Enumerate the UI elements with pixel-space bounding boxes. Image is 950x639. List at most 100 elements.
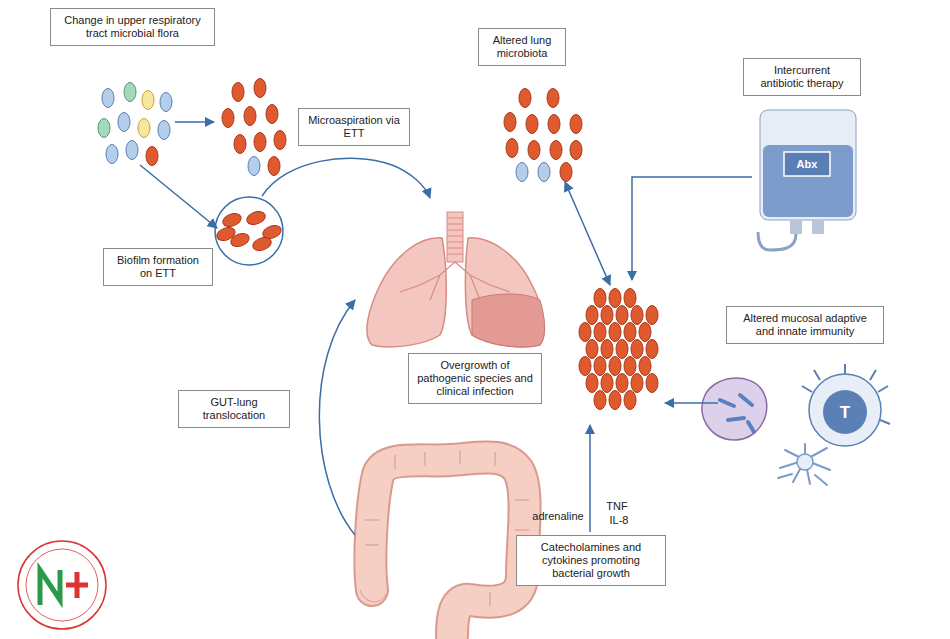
arrows	[140, 122, 752, 535]
biofilm-circle	[215, 197, 283, 265]
bacterium	[594, 323, 606, 342]
bacterium	[138, 119, 150, 138]
mediator-label: IL-8	[610, 514, 629, 527]
bacterium	[274, 131, 286, 150]
bacterium	[266, 105, 278, 124]
bacterium	[146, 147, 158, 166]
box-text: Overgrowth of pathogenic species and cli…	[416, 359, 534, 398]
bacterium	[631, 340, 643, 359]
bacterium	[251, 235, 273, 253]
iv-bag	[758, 110, 856, 250]
mediator-label: TNF	[606, 500, 627, 513]
bacterium	[547, 89, 559, 108]
bacterium	[646, 374, 658, 393]
bacterium	[232, 83, 244, 102]
box-text: Altered mucosal adaptive and innate immu…	[734, 312, 876, 338]
bacterium	[609, 391, 621, 410]
process-box: Biofilm formation on ETT	[103, 248, 213, 286]
bacterium	[504, 113, 516, 132]
box-text: Biofilm formation on ETT	[111, 254, 205, 280]
bacterium	[586, 374, 598, 393]
bacterium	[594, 289, 606, 308]
process-box: GUT-lung translocation	[178, 390, 290, 428]
bacterium	[519, 89, 531, 108]
box-text: Catecholamines and cytokines promoting b…	[524, 541, 658, 580]
bacterium	[601, 306, 613, 325]
box-text: GUT-lung translocation	[186, 396, 282, 422]
lungs	[367, 212, 545, 347]
bacterium	[579, 357, 591, 376]
bacterium	[248, 157, 260, 176]
bacterium	[222, 109, 234, 128]
drug-label: Abx	[797, 158, 818, 171]
box-text: Intercurrent antibiotic therapy	[751, 64, 853, 90]
bacterium	[616, 306, 628, 325]
bacterium	[268, 157, 280, 176]
bacterium	[646, 340, 658, 359]
bacterium	[586, 306, 598, 325]
process-box: Microaspiration via ETT	[298, 108, 410, 146]
bacterium	[570, 115, 582, 134]
flora-change-box: Change in upper respiratory tract microb…	[50, 8, 215, 46]
bacterium	[158, 121, 170, 140]
bacterium	[528, 141, 540, 160]
bacterium	[624, 289, 636, 308]
bacterium	[102, 89, 114, 108]
bacterium	[586, 340, 598, 359]
bacterium	[594, 391, 606, 410]
bacterium	[579, 323, 591, 342]
t-cell-label: T	[840, 403, 850, 422]
bacterium	[639, 357, 651, 376]
bacterium	[160, 93, 172, 112]
bacterium	[516, 163, 528, 182]
bacterium	[616, 374, 628, 393]
bacterium	[601, 340, 613, 359]
bacteria	[98, 79, 658, 410]
bacterium	[570, 141, 582, 160]
bacterium	[118, 113, 130, 132]
colon	[360, 450, 529, 636]
bacterium	[245, 209, 267, 227]
box-text: Altered lung microbiota	[486, 34, 558, 60]
bacterium	[631, 374, 643, 393]
bacterium	[594, 357, 606, 376]
bacterium	[234, 135, 246, 154]
bacterium	[601, 374, 613, 393]
process-box: Altered mucosal adaptive and innate immu…	[726, 306, 884, 344]
bacterium	[609, 357, 621, 376]
bacterium	[631, 306, 643, 325]
bacterium	[624, 357, 636, 376]
outcome-box: Altered lung microbiota	[478, 28, 566, 66]
bacterium	[616, 340, 628, 359]
bacterium	[142, 91, 154, 110]
bacterium	[624, 391, 636, 410]
bacterium	[254, 79, 266, 98]
bacterium	[538, 163, 550, 182]
bacterium	[526, 115, 538, 134]
bacterium	[560, 163, 572, 182]
mediator-label: adrenaline	[532, 510, 583, 523]
process-box: Intercurrent antibiotic therapy	[743, 58, 861, 96]
bacterium	[609, 323, 621, 342]
bacterium	[624, 323, 636, 342]
bacterium	[646, 306, 658, 325]
outcome-box: Overgrowth of pathogenic species and cli…	[408, 353, 542, 404]
bacterium	[98, 119, 110, 138]
bacterium	[550, 141, 562, 160]
immune-cells	[702, 364, 890, 485]
box-text: Change in upper respiratory tract microb…	[58, 14, 207, 40]
bacterium	[221, 211, 243, 229]
bacterium	[244, 107, 256, 126]
bacterium	[126, 141, 138, 160]
process-box: Catecholamines and cytokines promoting b…	[516, 535, 666, 586]
bacterium	[548, 115, 560, 134]
bacterium	[215, 225, 237, 243]
bacterium	[639, 323, 651, 342]
bacterium	[106, 145, 118, 164]
box-text: Microaspiration via ETT	[306, 114, 402, 140]
bacterium	[254, 133, 266, 152]
watermark-logo	[18, 541, 106, 629]
bacterium	[506, 139, 518, 158]
bacterium	[124, 83, 136, 102]
